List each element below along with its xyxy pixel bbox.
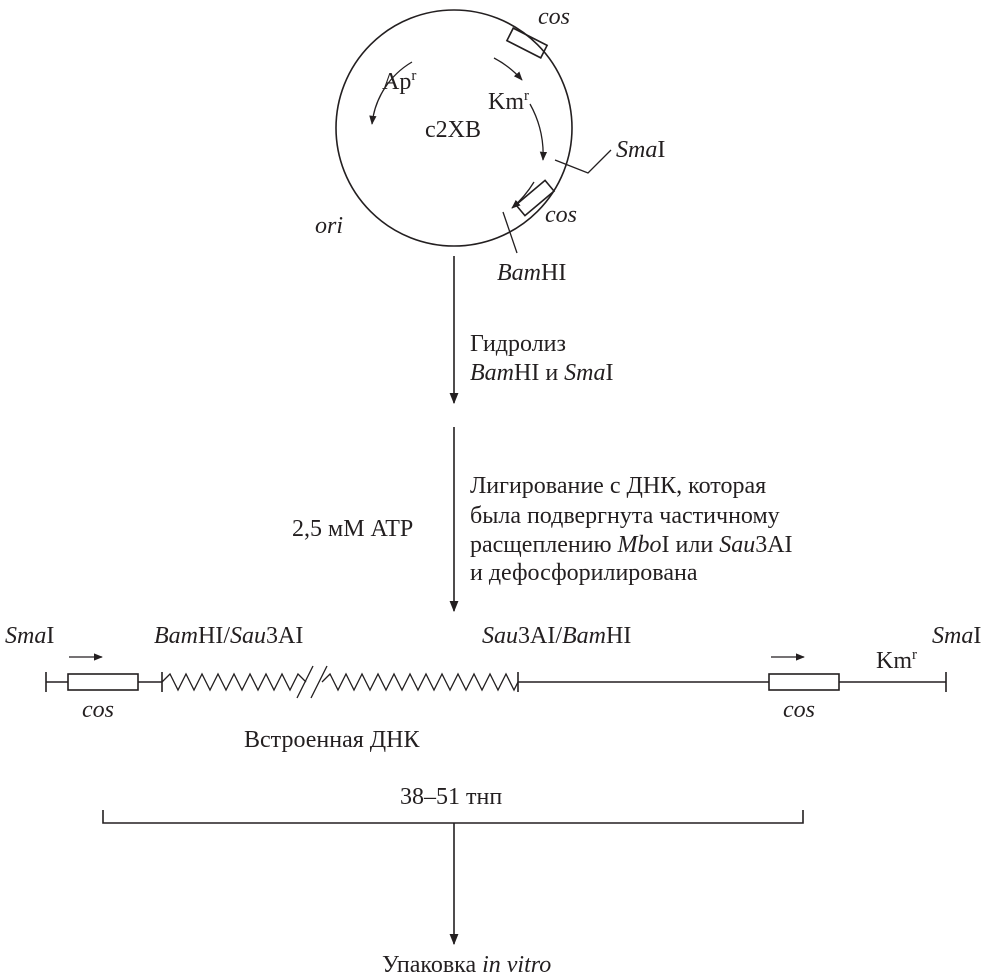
right-sma-label: SmaI <box>932 623 981 649</box>
svg-text:расщеплению MboI или Sau3AI: расщеплению MboI или Sau3AI <box>470 532 793 558</box>
ap-resistance-arrow <box>369 61 413 125</box>
step1-caption: Гидролиз BamHI и SmaI <box>470 331 614 386</box>
cos-label-top: cos <box>538 4 570 30</box>
svg-text:BamHI и SmaI: BamHI и SmaI <box>470 360 614 386</box>
cos-label-bottom: cos <box>545 202 577 228</box>
bam-site-line <box>502 211 518 254</box>
cos-label-left: cos <box>82 697 114 723</box>
svg-text:и дефосфорилирована: и дефосфорилирована <box>470 560 698 586</box>
insert-zigzag-right <box>321 672 519 692</box>
cos-box-left <box>67 673 139 691</box>
plasmid-name: c2XB <box>425 117 481 143</box>
right-insert-site-label: Sau3AI/BamHI <box>482 623 631 649</box>
sma-site-label: SmaI <box>616 137 665 163</box>
packaging-label: Упаковка in vitro <box>382 952 551 978</box>
cos-arrow-bottom <box>511 181 535 209</box>
ori-label: ori <box>315 213 343 239</box>
size-bracket-line <box>102 810 804 824</box>
svg-text:Гидролиз: Гидролиз <box>470 331 566 357</box>
cos-box-bottom <box>514 179 556 217</box>
insert-zigzag-left <box>161 672 307 692</box>
plasmid-circle <box>335 9 573 247</box>
cos-box-top <box>505 27 549 59</box>
left-insert-site-label: BamHI/Sau3AI <box>154 623 303 649</box>
cos-arrow-top <box>493 57 523 81</box>
break-mark-2 <box>310 665 328 699</box>
left-sma-label: SmaI <box>5 623 54 649</box>
svg-text:Лигирование с ДНК, которая: Лигирование с ДНК, которая <box>470 473 766 499</box>
cos-label-right: cos <box>783 697 815 723</box>
plasmid-map: Apr Kmr c2XB cos cos ori SmaI BamHI <box>315 4 665 286</box>
svg-text:была подвергнута частичному: была подвергнута частичному <box>470 503 780 529</box>
atp-label: 2,5 мМ ATP <box>292 516 413 542</box>
insert-dna-label: Встроенная ДНК <box>244 727 420 753</box>
linear-construct: SmaI BamHI/Sau3AI Sau3AI/BamHI SmaI Kmr … <box>5 623 981 753</box>
size-label: 38–51 тнп <box>400 784 502 810</box>
km-resistance-arrow <box>529 103 548 161</box>
cos-box-right <box>768 673 840 691</box>
km-label: Kmr <box>488 88 529 115</box>
km-label-construct: Kmr <box>876 647 917 674</box>
bam-site-label: BamHI <box>497 260 566 286</box>
break-mark-1 <box>296 665 314 699</box>
size-bracket: 38–51 тнп <box>102 784 804 824</box>
sma-site-line <box>554 149 612 174</box>
ap-label: Apr <box>382 68 416 95</box>
step2-caption: Лигирование с ДНК, которая была подвергн… <box>470 473 793 586</box>
